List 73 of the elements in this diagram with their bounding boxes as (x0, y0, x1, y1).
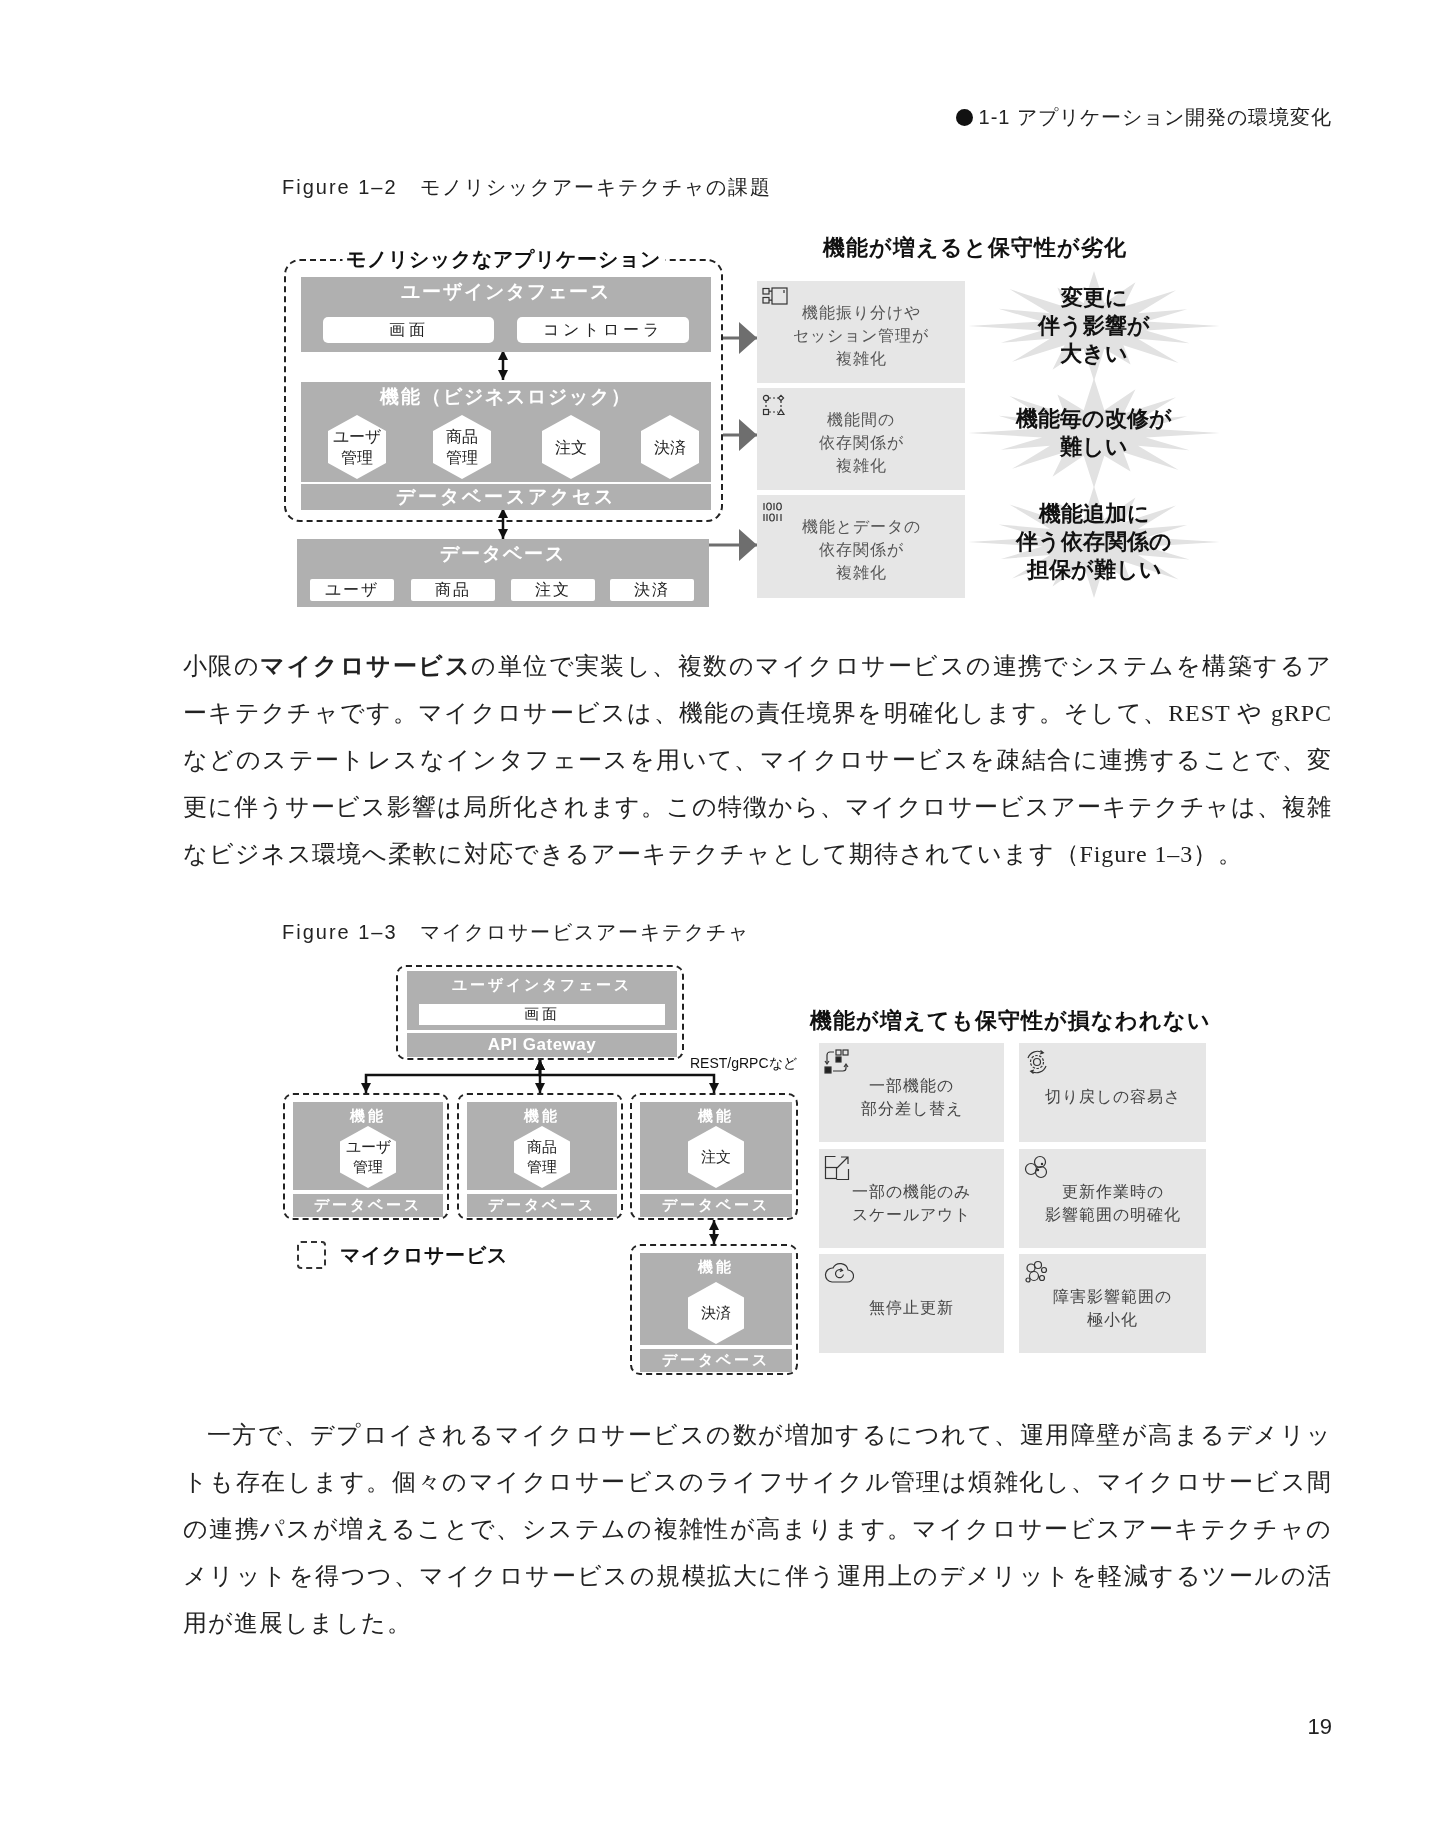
issue-card (757, 388, 965, 490)
panel-heading: 機能が増えても保守性が損なわれない (808, 1007, 1212, 1035)
container-title: モノリシックなアプリケーション (342, 246, 665, 272)
data-chip: 商品 (411, 579, 495, 601)
data-chip: 注文 (511, 579, 595, 601)
layer-band (297, 539, 709, 607)
data-chip: ユーザ (310, 579, 394, 601)
benefit-text: 無停止更新 (868, 1298, 955, 1318)
layer-band (301, 382, 711, 482)
running-header: 1-1 アプリケーション開発の環境変化 (978, 105, 1332, 130)
benefit-card (1019, 1043, 1206, 1142)
microservice-boundary (283, 1093, 449, 1220)
layer-title: 機能（ビジネスロジック） (378, 385, 633, 409)
layer-title: 機能 (348, 1106, 387, 1126)
benefit-card (1019, 1149, 1206, 1248)
double-arrow (535, 1060, 719, 1093)
callout-text: 変更に伴う影響が大きい (1036, 284, 1151, 368)
gateway-band: API Gateway (407, 1033, 677, 1057)
issue-card (757, 281, 965, 383)
layer-title: ユーザインタフェース (400, 280, 612, 304)
issue-card (757, 495, 965, 598)
layer-title: データベース (439, 542, 567, 566)
callout-text: 機能追加に伴う依存関係の担保が難しい (1014, 500, 1173, 584)
benefit-card (819, 1149, 1004, 1248)
benefit-text: 一部の機能のみスケールアウト (851, 1181, 972, 1225)
layer-band: データベース (467, 1194, 617, 1217)
layer-band: データベースアクセス (301, 484, 711, 510)
page-number: 19 (1307, 1713, 1332, 1741)
component-chip: コントローラ (517, 317, 689, 343)
panel-heading: 機能が増えると保守性が劣化 (821, 234, 1128, 262)
component-chip: 画面 (323, 317, 494, 343)
layer-band (301, 277, 711, 352)
component-chip: 画面 (419, 1004, 665, 1025)
body-paragraph: 小限のマイクロサービスの単位で実装し、複数のマイクロサービスの連携でシステムを構築するアーキテクチャです。マイクロサービスは、機能の責任境界を明確化します。そして、REST や gRPC などのステートレスなインタフェースを用いて、マイクロサービスを疎結合に連携することで、変更に伴うサービス影響は局所化されます。この特徴から、マイクロサービスアーキテクチャは、複雑なビジネス環境へ柔軟に対応できるアーキテクチャとして期待されています（Figure 1–3）。 (183, 651, 1332, 869)
double-arrow (709, 1220, 719, 1244)
layer-band: データベース (640, 1194, 792, 1217)
microservice-boundary (396, 965, 684, 1060)
layer-band (293, 1102, 443, 1190)
chevron-arrow (723, 322, 757, 354)
double-arrow (498, 350, 508, 380)
legend-label: マイクロサービス (340, 1243, 508, 1268)
benefit-text: 切り戻しの容易さ (1043, 1087, 1182, 1107)
double-arrow (498, 508, 508, 539)
layer-title: 機能 (522, 1106, 561, 1126)
issue-text: 機能間の依存関係が複雑化 (817, 409, 905, 476)
benefit-text: 一部機能の部分差し替え (859, 1075, 964, 1119)
microservice-boundary (630, 1093, 798, 1220)
body-paragraph: 一方で、デプロイされるマイクロサービスの数が増加するにつれて、運用障壁が高まるデメリットも存在します。個々のマイクロサービスのライフサイクル管理は煩雑化し、マイクロサービス間の連携パスが増えることで、システムの複雑性が高まります。マイクロサービスアーキテクチャのメリットを得つつ、マイクロサービスの規模拡大に伴う運用上のデメリットを軽減するツールの活用が進展しました。 (183, 1421, 1332, 1638)
figure-caption: Figure 1–2 モノリシックアーキテクチャの課題 (282, 175, 772, 200)
microservice-boundary (630, 1244, 798, 1375)
layer-title: 機能 (696, 1257, 735, 1277)
data-chip: 決済 (610, 579, 694, 601)
callout-text: 機能毎の改修が難しい (1014, 405, 1173, 461)
issue-text: 機能振り分けやセッション管理が複雑化 (792, 302, 930, 369)
edge-label: REST/gRPCなど (688, 1055, 799, 1071)
layer-band (407, 971, 677, 1030)
benefit-card (1019, 1254, 1206, 1353)
layer-band: データベース (640, 1349, 792, 1372)
benefit-card (819, 1254, 1004, 1353)
layer-band (640, 1102, 792, 1190)
figure-caption: Figure 1–3 マイクロサービスアーキテクチャ (282, 920, 750, 945)
chevron-arrow (723, 419, 757, 451)
issue-text: 機能とデータの依存関係が複雑化 (800, 517, 922, 583)
layer-title: 機能 (696, 1106, 735, 1126)
layer-title: ユーザインタフェース (451, 975, 633, 995)
chevron-arrow (709, 529, 757, 561)
microservice-boundary (457, 1093, 623, 1220)
benefit-text: 障害影響範囲の極小化 (1052, 1286, 1173, 1330)
benefit-card (819, 1043, 1004, 1142)
layer-band (640, 1253, 792, 1345)
benefit-text: 更新作業時の影響範囲の明確化 (1043, 1181, 1182, 1225)
layer-band: データベース (293, 1194, 443, 1217)
layer-band (467, 1102, 617, 1190)
